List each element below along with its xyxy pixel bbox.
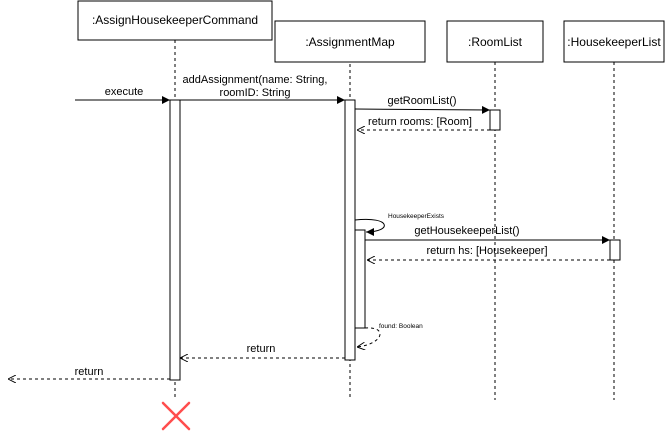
- participant-label: :AssignmentMap: [305, 35, 395, 49]
- message-return-to-command-label: return: [247, 343, 276, 355]
- message-found-arrow: [357, 327, 381, 347]
- destroy-marker-icon: [161, 401, 191, 431]
- participant-label: :HousekeeperList: [567, 35, 661, 49]
- message-return-hs-label: return hs: [Housekeeper]: [426, 245, 547, 257]
- message-add-assignment-label-line2: roomID: String: [220, 87, 291, 99]
- participant-label: :RoomList: [468, 35, 523, 49]
- message-return-rooms-label: return rooms: [Room]: [368, 116, 472, 128]
- activation-room-list: [489, 109, 501, 131]
- activation-assignment-map: [344, 99, 356, 361]
- participant-label: :AssignHousekeeperCommand: [92, 13, 258, 27]
- message-get-room-list-arrow: [354, 105, 491, 114]
- activation-command: [169, 99, 181, 381]
- activation-assignment-map-nested: [354, 229, 366, 329]
- message-execute-label: execute: [105, 86, 144, 98]
- message-get-housekeeper-list-label: getHousekeeperList(): [414, 225, 519, 237]
- message-found-label: found: Boolean: [379, 323, 423, 330]
- message-return-to-caller-label: return: [75, 366, 104, 378]
- message-add-assignment-label-line1: addAssignment(name: String,: [183, 74, 328, 86]
- participant-housekeeper-list: :HousekeeperList: [563, 20, 665, 63]
- message-get-room-list-label: getRoomList(): [387, 95, 456, 107]
- message-housekeeper-exists-label: HousekeeperExists: [388, 213, 445, 220]
- participant-assign-housekeeper-command: :AssignHousekeeperCommand: [77, 0, 273, 41]
- participant-room-list: :RoomList: [446, 20, 544, 63]
- activation-housekeeper-list: [609, 239, 621, 261]
- participant-assignment-map: :AssignmentMap: [274, 20, 426, 63]
- message-housekeeper-exists-arrow: [354, 218, 385, 236]
